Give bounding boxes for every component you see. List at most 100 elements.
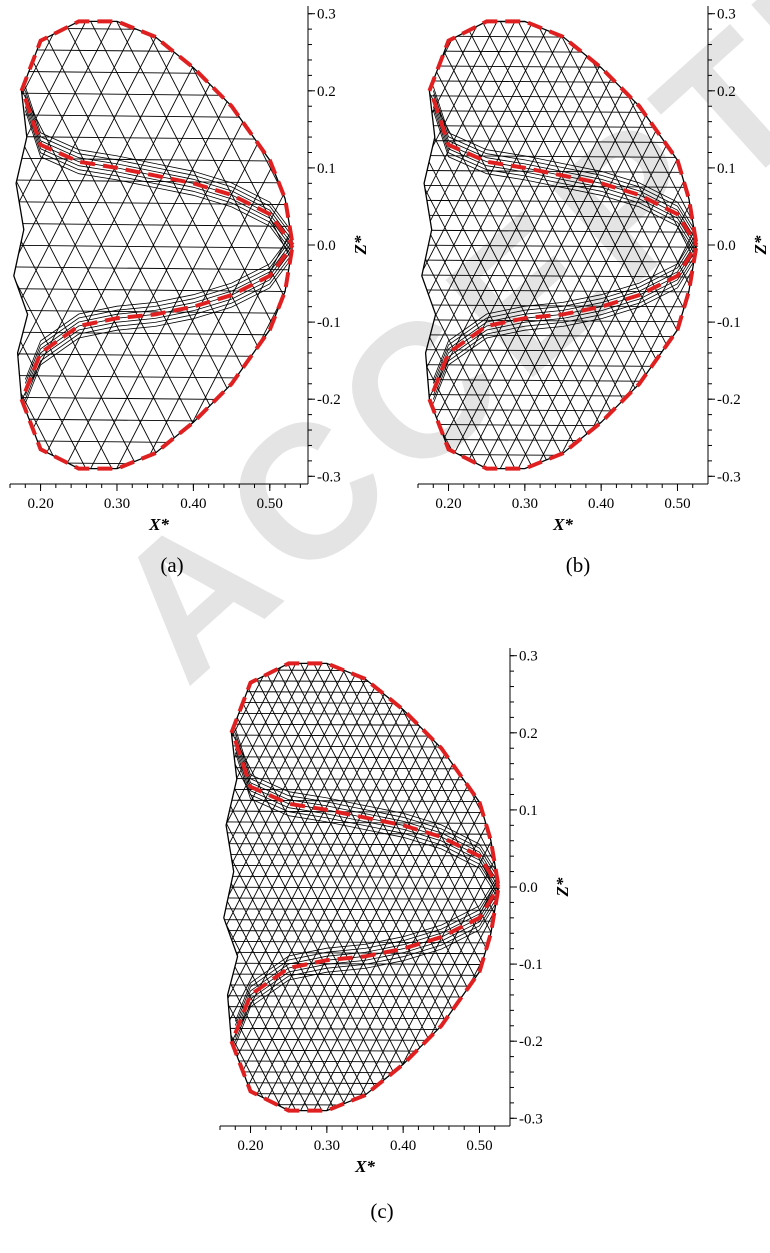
mesh-fold-curve bbox=[432, 106, 697, 254]
mesh-line bbox=[223, 908, 499, 911]
panel-caption: (b) bbox=[566, 553, 591, 577]
mesh-fold-curve bbox=[24, 236, 293, 384]
mesh-line bbox=[525, 21, 697, 469]
y-tick-label: 0.1 bbox=[519, 803, 538, 819]
mesh-line bbox=[0, 608, 129, 1166]
mesh-line bbox=[421, 21, 562, 469]
mesh-line bbox=[728, 608, 770, 1166]
mesh-line bbox=[0, 608, 64, 1166]
mesh-line bbox=[0, 608, 155, 1166]
mesh-line bbox=[0, 608, 77, 1166]
x-tick-label: 0.30 bbox=[104, 496, 130, 512]
mesh-line bbox=[0, 608, 90, 1166]
mesh-line bbox=[421, 199, 697, 204]
mesh-line bbox=[471, 21, 697, 469]
mesh-line bbox=[13, 157, 293, 163]
mesh-line bbox=[223, 663, 364, 1111]
reference-curve bbox=[233, 885, 501, 1035]
mesh-line bbox=[13, 21, 246, 469]
mesh-line bbox=[0, 608, 168, 1166]
y-tick-label: 0.2 bbox=[717, 84, 736, 100]
mesh-line bbox=[13, 222, 293, 228]
mesh-line bbox=[223, 663, 312, 1111]
y-tick-label: -0.1 bbox=[519, 957, 543, 973]
mesh-line bbox=[421, 184, 697, 189]
mesh-line bbox=[200, 637, 530, 639]
mesh-line bbox=[200, 550, 530, 552]
mesh-line bbox=[13, 396, 293, 402]
reference-curve bbox=[19, 244, 295, 471]
mesh-line bbox=[223, 962, 499, 966]
mesh-line bbox=[200, 344, 530, 346]
mesh-line bbox=[572, 608, 770, 1166]
mesh-line bbox=[223, 767, 499, 770]
mesh-line bbox=[0, 0, 149, 524]
reference-curve bbox=[229, 661, 501, 888]
mesh-line bbox=[270, 21, 293, 469]
mesh-line bbox=[0, 608, 77, 1166]
body-outline bbox=[421, 20, 698, 470]
mesh-line bbox=[0, 6, 328, 9]
y-tick-label: -0.3 bbox=[717, 469, 741, 485]
y-axis-title: Z* bbox=[751, 235, 770, 255]
mesh-line bbox=[223, 691, 499, 694]
mesh-line bbox=[585, 608, 770, 1166]
mesh-line bbox=[453, 0, 740, 524]
mesh-line bbox=[421, 214, 697, 218]
mesh-line bbox=[113, 21, 293, 469]
mesh-line bbox=[13, 418, 293, 423]
mesh-line bbox=[223, 886, 499, 890]
mesh-fold-curve bbox=[24, 110, 293, 258]
mesh-line bbox=[421, 423, 697, 428]
mesh-line bbox=[421, 50, 697, 54]
mesh-line bbox=[95, 0, 382, 524]
mesh-line bbox=[223, 897, 499, 901]
mesh-line bbox=[715, 608, 770, 1166]
mesh-line bbox=[200, 615, 530, 617]
mesh-line bbox=[741, 0, 770, 524]
y-tick-label: 0.0 bbox=[317, 238, 336, 254]
mesh-line bbox=[200, 594, 530, 596]
mesh-line bbox=[323, 0, 610, 524]
x-axis-title: X* bbox=[552, 515, 573, 534]
mesh-fold-curve bbox=[234, 752, 499, 900]
mesh-line bbox=[0, 0, 10, 524]
mesh-line bbox=[223, 1071, 499, 1074]
mesh-line bbox=[13, 27, 293, 32]
mesh-line bbox=[705, 0, 770, 524]
x-tick-label: 0.50 bbox=[257, 496, 283, 512]
mesh-line bbox=[139, 21, 293, 469]
mesh-line bbox=[13, 21, 293, 469]
mesh-line bbox=[200, 376, 530, 378]
mesh-line bbox=[223, 723, 499, 727]
x-tick-label: 0.30 bbox=[512, 496, 538, 512]
mesh-line bbox=[0, 608, 220, 1166]
mesh-line bbox=[200, 572, 530, 574]
y-axis-title: Z* bbox=[351, 235, 370, 255]
mesh-line bbox=[0, 608, 103, 1166]
mesh-line bbox=[421, 21, 562, 469]
mesh-line bbox=[0, 608, 11, 1166]
mesh-line bbox=[421, 21, 473, 469]
mesh-fold-curve bbox=[234, 894, 499, 1042]
mesh-line bbox=[663, 608, 770, 1166]
mesh-line bbox=[223, 663, 234, 1111]
mesh-fold-curve bbox=[432, 248, 697, 396]
mesh-fold-curve bbox=[432, 240, 697, 388]
mesh-line bbox=[759, 0, 770, 524]
mesh-line bbox=[559, 608, 770, 1166]
mesh-line bbox=[0, 608, 155, 1166]
mesh-line bbox=[200, 648, 530, 650]
mesh-line bbox=[728, 608, 770, 1166]
mesh-line bbox=[402, 663, 499, 1111]
mesh-line bbox=[611, 608, 770, 1166]
mesh-line bbox=[0, 608, 207, 1166]
panel-caption: (a) bbox=[160, 553, 183, 577]
mesh-line bbox=[139, 21, 293, 469]
mesh-line bbox=[200, 452, 530, 454]
mesh-line bbox=[13, 353, 293, 358]
mesh-line bbox=[223, 663, 299, 1111]
reference-curve bbox=[431, 97, 699, 247]
mesh-line bbox=[223, 663, 260, 1111]
mesh-line bbox=[200, 431, 530, 433]
